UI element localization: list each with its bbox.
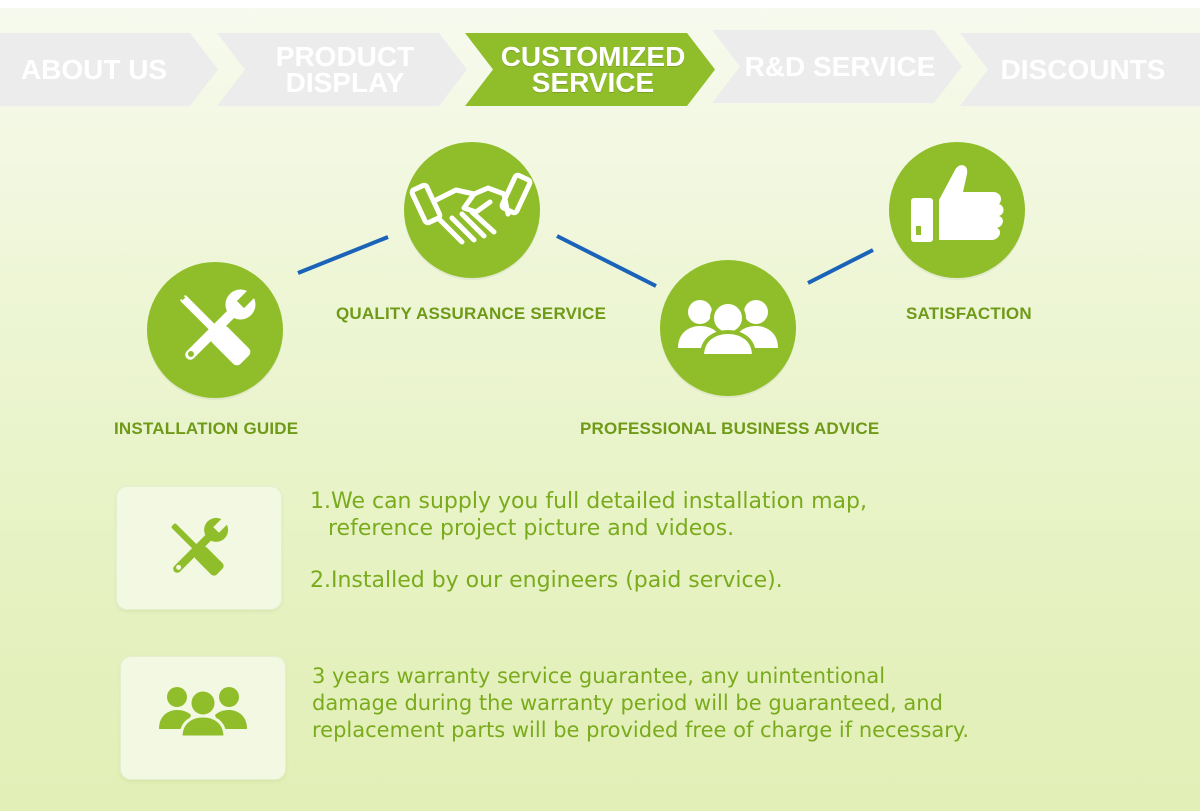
nav-label-line2: DISPLAY — [285, 66, 405, 98]
people-icon — [159, 687, 247, 739]
connector-line — [807, 248, 874, 285]
step-label-quality: QUALITY ASSURANCE SERVICE — [336, 304, 607, 323]
step-label-installation: INSTALLATION GUIDE — [114, 419, 299, 438]
nav-label: ABOUT US — [20, 53, 168, 85]
nav-label-line1: CUSTOMIZED — [500, 40, 686, 72]
nav-label: R&D SERVICE — [744, 50, 936, 82]
installation-text-line3: 2.Installed by our engineers (paid servi… — [310, 568, 783, 593]
nav-label: CUSTOMIZED SERVICE — [500, 40, 686, 98]
warranty-card — [121, 657, 285, 779]
step-label-satisfaction: SATISFACTION — [906, 304, 1032, 323]
warranty-text-line2: damage during the warranty period will b… — [312, 691, 943, 715]
connector-line — [556, 234, 657, 288]
warranty-text-line1: 3 years warranty service guarantee, any … — [312, 664, 886, 688]
tools-icon — [171, 516, 230, 576]
top-strip — [0, 0, 1200, 8]
nav-label-line2: SERVICE — [531, 66, 655, 98]
installation-card — [117, 487, 281, 609]
nav-discounts[interactable]: DISCOUNTS — [960, 33, 1200, 106]
nav-product-display[interactable]: PRODUCT DISPLAY — [217, 33, 467, 106]
installation-text-line2: reference project picture and videos. — [328, 516, 735, 541]
step-installation-circle — [147, 262, 283, 398]
connector-line — [297, 235, 389, 275]
warranty-text-line3: replacement parts will be provided free … — [312, 718, 970, 742]
nav-rd-service[interactable]: R&D SERVICE — [712, 30, 962, 103]
step-advice-circle — [660, 260, 796, 396]
nav-bar: ABOUT US PRODUCT DISPLAY CUSTOMIZED SERV… — [0, 30, 1200, 106]
thumbs-up-icon — [911, 165, 1004, 242]
step-satisfaction-circle — [889, 142, 1025, 278]
tools-icon — [178, 286, 259, 366]
nav-label: PRODUCT DISPLAY — [275, 40, 415, 98]
people-icon — [678, 300, 778, 358]
step-label-advice: PROFESSIONAL BUSINESS ADVICE — [580, 419, 880, 438]
installation-text-line1: 1.We can supply you full detailed instal… — [310, 489, 867, 514]
nav-label-line1: PRODUCT — [275, 40, 415, 72]
nav-label: DISCOUNTS — [1000, 53, 1166, 85]
nav-about-us[interactable]: ABOUT US — [0, 33, 218, 106]
nav-customized-service[interactable]: CUSTOMIZED SERVICE — [465, 33, 715, 106]
step-quality-circle — [404, 142, 540, 278]
handshake-icon — [409, 172, 533, 245]
